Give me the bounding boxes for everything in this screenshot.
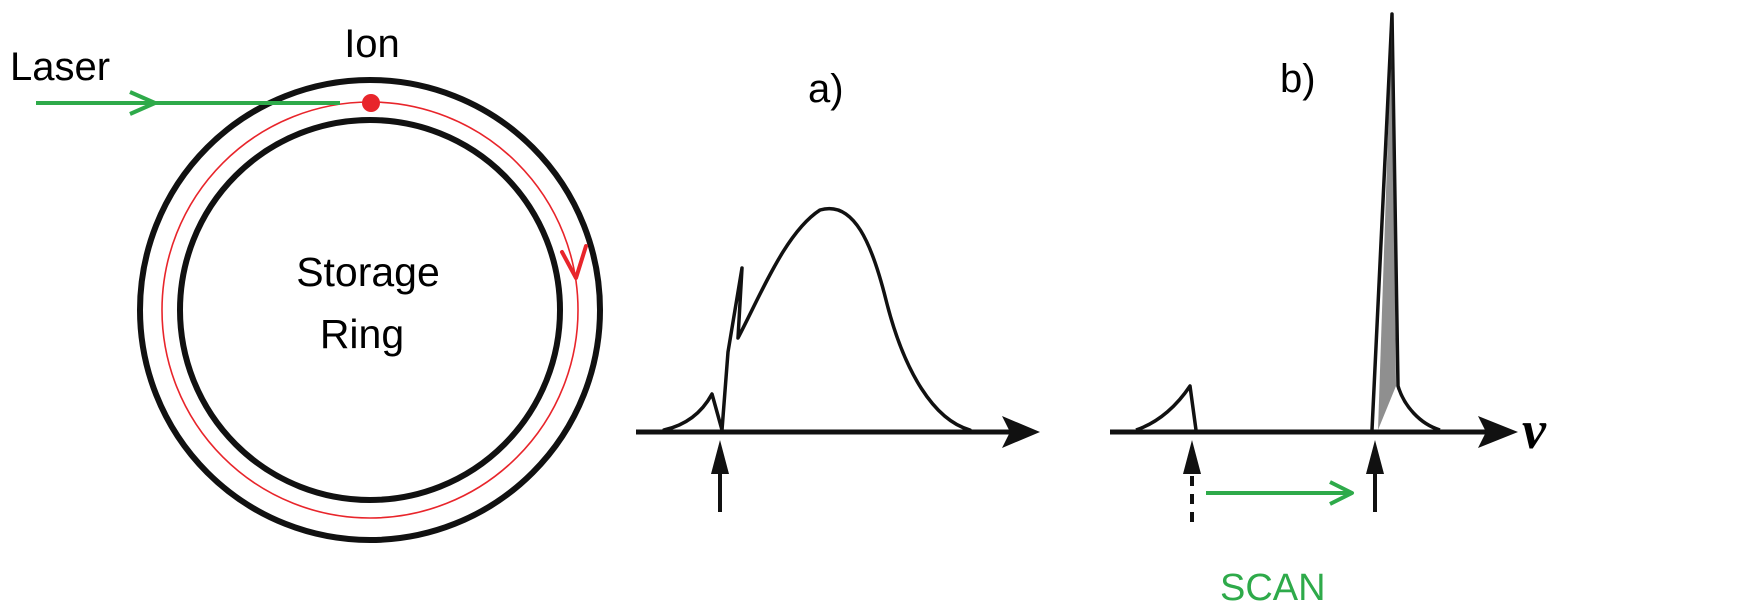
laser-beam: Laser: [10, 45, 340, 116]
spectrum-bump-b: [1135, 384, 1198, 432]
orbit-direction-arrowhead: [560, 244, 588, 280]
ion: Ion: [344, 22, 400, 112]
laser-arrowhead: [129, 90, 157, 116]
axis-a-arrowhead: [1002, 416, 1040, 448]
ring-label-line1: Storage: [296, 249, 440, 295]
inner-ring-wall: [177, 117, 563, 503]
ion-dot: [362, 94, 380, 112]
marker-a-arrowhead: [711, 440, 729, 474]
storage-ring: Storage Ring: [137, 77, 603, 543]
scan-end-arrowhead: [1366, 440, 1384, 474]
frequency-axis-symbol: ν: [1522, 400, 1547, 460]
panel-a-label: a): [808, 67, 844, 111]
laser-label: Laser: [10, 45, 110, 89]
spectrum-panel-b: b) ν SCAN: [1110, 12, 1547, 604]
ion-label: Ion: [344, 22, 400, 66]
scan-arrowhead: [1329, 480, 1354, 506]
outer-ring-wall: [137, 77, 603, 543]
spectrum-curve-a: [662, 206, 972, 432]
axis-b-arrowhead: [1478, 416, 1518, 448]
scan-label: SCAN: [1220, 567, 1326, 604]
ion-orbit: [161, 101, 579, 519]
spectrum-peak-b: [1370, 12, 1441, 432]
scan-start-arrowhead: [1183, 440, 1201, 474]
spectrum-peak-b-shading: [1378, 14, 1396, 430]
spectrum-panel-a: a): [636, 67, 1040, 512]
ring-label-line2: Ring: [320, 311, 404, 357]
panel-b-label: b): [1280, 57, 1316, 101]
